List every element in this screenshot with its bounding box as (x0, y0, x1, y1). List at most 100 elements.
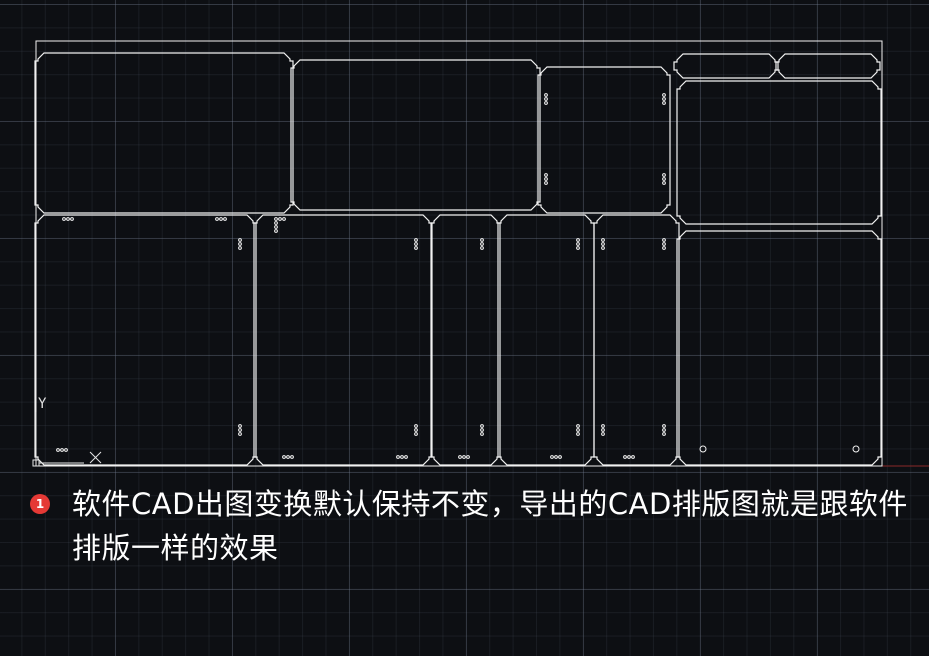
drill-hole (238, 246, 242, 250)
drill-hole (554, 455, 558, 459)
drill-hole (219, 217, 223, 221)
layout-panel-7[interactable] (34, 214, 257, 466)
drill-hole (480, 428, 484, 432)
drill-hole (627, 455, 631, 459)
layout-panel-1[interactable] (34, 52, 294, 214)
drill-hole (414, 432, 418, 436)
drill-hole (466, 455, 470, 459)
drill-hole (64, 448, 68, 452)
drill-hole (480, 238, 484, 242)
step-badge: 1 (30, 494, 50, 514)
drill-hole (414, 246, 418, 250)
drill-hole (282, 455, 286, 459)
drill-hole (662, 238, 666, 242)
axis-y-label: Y (38, 396, 47, 412)
drill-hole (576, 432, 580, 436)
drill-hole (662, 428, 666, 432)
drill-hole (278, 217, 282, 221)
drill-hole (662, 177, 666, 181)
drill-hole (662, 93, 666, 97)
layout-panel-2[interactable] (290, 59, 541, 211)
drill-hole (282, 217, 286, 221)
layout-panel-12[interactable] (676, 230, 882, 466)
sheet-border (35, 40, 883, 467)
drill-hole (414, 424, 418, 428)
drill-hole (558, 455, 562, 459)
drill-hole (662, 181, 666, 185)
drill-hole (662, 173, 666, 177)
drill-hole (286, 455, 290, 459)
layout-panel-10[interactable] (497, 214, 595, 466)
drill-hole (550, 455, 554, 459)
drill-hole (576, 238, 580, 242)
drill-hole (623, 455, 627, 459)
drill-hole (462, 455, 466, 459)
drill-hole (601, 428, 605, 432)
layout-panel-6[interactable] (676, 80, 882, 225)
drill-hole (544, 97, 548, 101)
drill-hole (480, 246, 484, 250)
drill-hole (601, 242, 605, 246)
drill-hole (576, 424, 580, 428)
drill-hole (631, 455, 635, 459)
drill-hole (238, 432, 242, 436)
mount-hole (699, 445, 707, 453)
drill-hole (396, 455, 400, 459)
mount-hole (852, 445, 860, 453)
drill-hole (662, 97, 666, 101)
layout-panel-11[interactable] (593, 214, 680, 466)
drill-hole (662, 432, 666, 436)
drill-hole (480, 424, 484, 428)
drill-hole (404, 455, 408, 459)
drill-hole (544, 101, 548, 105)
layout-panel-4[interactable] (673, 53, 779, 79)
drill-hole (662, 101, 666, 105)
drill-hole (215, 217, 219, 221)
drill-hole (601, 246, 605, 250)
drill-hole (414, 238, 418, 242)
drill-hole (238, 424, 242, 428)
layout-panel-9[interactable] (430, 214, 501, 466)
drill-hole (238, 428, 242, 432)
layout-panel-5[interactable] (775, 53, 881, 79)
drill-hole (480, 432, 484, 436)
drill-hole (662, 246, 666, 250)
drill-hole (576, 242, 580, 246)
drill-hole (662, 424, 666, 428)
drill-hole (576, 428, 580, 432)
drill-hole (66, 217, 70, 221)
layout-panel-8[interactable] (253, 214, 433, 466)
drill-hole (400, 455, 404, 459)
drill-hole (274, 225, 278, 229)
drill-hole (544, 177, 548, 181)
drill-hole (274, 221, 278, 225)
drill-hole (62, 217, 66, 221)
drill-hole (70, 217, 74, 221)
drill-hole (601, 238, 605, 242)
drill-hole (480, 242, 484, 246)
drill-hole (56, 448, 60, 452)
drill-hole (601, 424, 605, 428)
drill-hole (544, 93, 548, 97)
drill-hole (414, 242, 418, 246)
drill-hole (238, 238, 242, 242)
drill-hole (414, 428, 418, 432)
drill-hole (576, 246, 580, 250)
drill-hole (601, 432, 605, 436)
drill-hole (544, 181, 548, 185)
drill-hole (238, 242, 242, 246)
layout-panel-3[interactable] (537, 66, 671, 214)
caption: 1 软件CAD出图变换默认保持不变，导出的CAD排版图就是跟软件排版一样的效果 (30, 482, 910, 570)
drill-hole (223, 217, 227, 221)
drill-hole (544, 173, 548, 177)
drill-hole (274, 217, 278, 221)
drill-hole (290, 455, 294, 459)
drill-hole (458, 455, 462, 459)
drill-hole (60, 448, 64, 452)
caption-text: 软件CAD出图变换默认保持不变，导出的CAD排版图就是跟软件排版一样的效果 (72, 487, 908, 565)
drill-hole (662, 242, 666, 246)
ucs-icon (32, 412, 102, 467)
drill-hole (274, 229, 278, 233)
